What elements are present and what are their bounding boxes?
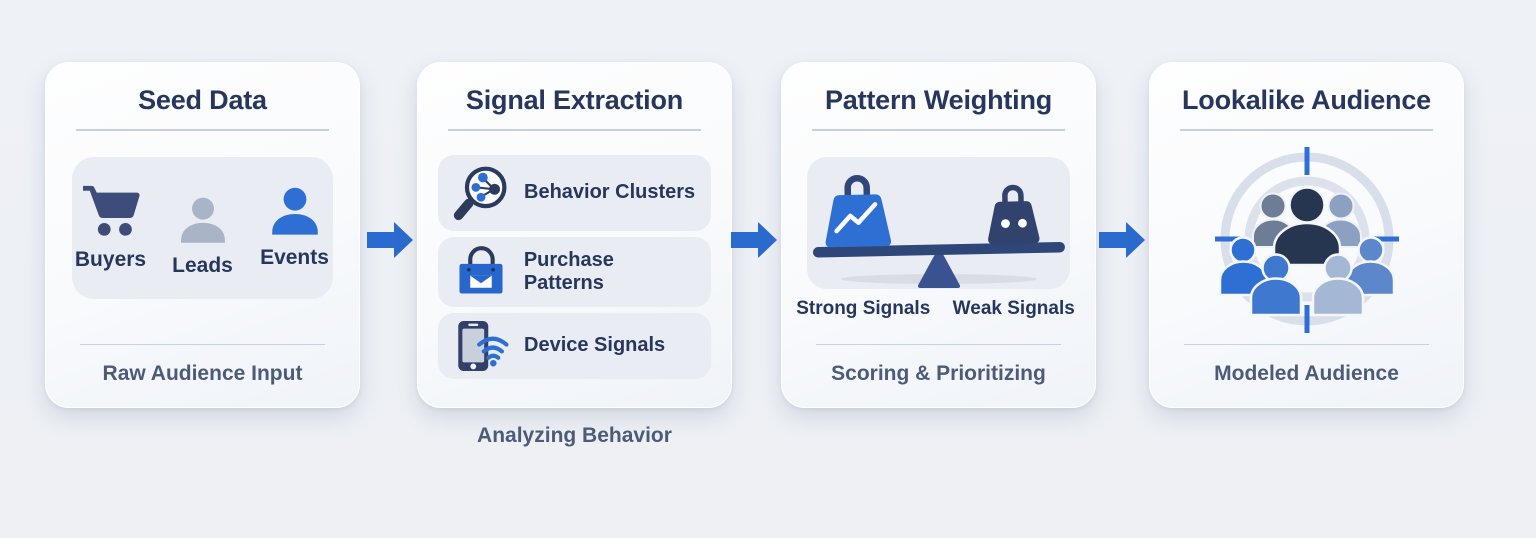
strong-signals-label: Strong Signals bbox=[796, 297, 931, 319]
signal-row-label: Purchase Patterns bbox=[523, 248, 614, 294]
title-divider bbox=[812, 129, 1065, 131]
flow-arrow-icon bbox=[731, 219, 778, 266]
card-footer-lookalike-audience: Modeled Audience bbox=[1214, 362, 1399, 385]
card-signal-extraction: Signal Extraction bbox=[417, 62, 732, 408]
seed-item-label: Buyers bbox=[74, 247, 147, 271]
card-footer-pattern-weighting: Scoring & Prioritizing bbox=[831, 362, 1046, 385]
shopping-cart-icon bbox=[80, 184, 142, 243]
card-title-seed-data: Seed Data bbox=[138, 85, 267, 115]
scale-labels: Strong Signals Weak Signals bbox=[782, 298, 1095, 320]
footer-divider bbox=[816, 343, 1061, 345]
shopping-bag-icon bbox=[450, 245, 512, 298]
seed-item-buyers: Buyers bbox=[73, 184, 149, 272]
signal-rows: Behavior Clusters Purchase Patterns bbox=[438, 154, 711, 379]
title-divider bbox=[448, 129, 701, 131]
signal-row-label: Behavior Clusters bbox=[524, 181, 696, 203]
seed-item-leads: Leads bbox=[165, 196, 241, 278]
title-divider bbox=[1180, 129, 1433, 131]
card-pattern-weighting: Pattern Weighting bbox=[781, 62, 1096, 408]
seed-items-box: Buyers Leads bbox=[72, 156, 333, 299]
card-title-lookalike-audience: Lookalike Audience bbox=[1182, 85, 1431, 115]
magnifier-cluster-icon bbox=[450, 164, 512, 222]
footer-divider bbox=[80, 343, 325, 345]
seed-item-events: Events bbox=[257, 186, 333, 270]
phone-wifi-icon bbox=[450, 318, 512, 373]
person-blue-icon bbox=[268, 186, 322, 241]
flow-arrow-icon bbox=[367, 219, 414, 266]
weak-signals-label: Weak Signals bbox=[952, 297, 1075, 319]
card-title-signal-extraction: Signal Extraction bbox=[465, 85, 684, 115]
signal-row-purchase-patterns: Purchase Patterns bbox=[438, 236, 711, 307]
title-divider bbox=[76, 129, 329, 131]
card-title-pattern-weighting: Pattern Weighting bbox=[824, 85, 1053, 115]
footer-divider bbox=[1184, 343, 1429, 345]
seed-item-label: Leads bbox=[172, 253, 233, 277]
audience-target-icon bbox=[1209, 143, 1405, 341]
balance-scale-icon bbox=[807, 156, 1070, 289]
card-caption-analyzing-behavior: Analyzing Behavior bbox=[477, 424, 672, 447]
signal-row-behavior-clusters: Behavior Clusters bbox=[438, 154, 711, 231]
signal-row-label: Device Signals bbox=[524, 334, 666, 356]
flow-arrow-icon bbox=[1099, 219, 1146, 266]
card-seed-data: Seed Data Buyers bbox=[45, 62, 360, 408]
card-lookalike-audience: Lookalike Audience bbox=[1149, 62, 1464, 408]
signal-row-device-signals: Device Signals bbox=[438, 312, 711, 379]
person-gray-icon bbox=[177, 196, 229, 249]
card-footer-seed-data: Raw Audience Input bbox=[102, 362, 303, 385]
seed-item-label: Events bbox=[260, 245, 329, 269]
